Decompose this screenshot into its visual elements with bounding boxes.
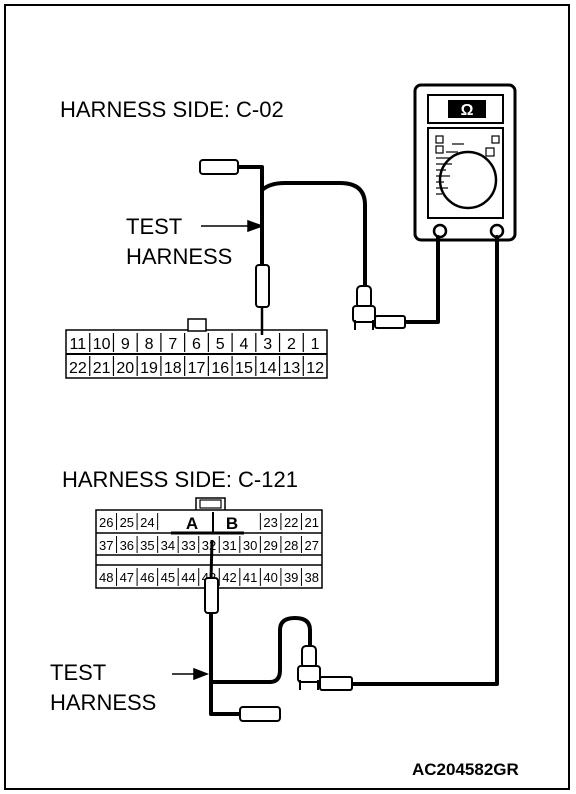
c02-pin-6: 6 [192,336,201,353]
c02-pin-12: 12 [306,360,324,377]
c121-group-b: B [226,514,238,533]
test-harness-top-line1: TEST [126,214,183,239]
test-harness-bottom-line1: TEST [50,660,107,685]
c121-pin-31: 31 [222,538,236,553]
ohmmeter: Ω [413,83,517,242]
c121-pin-33: 33 [181,538,195,553]
c121-pin-46: 46 [140,570,154,585]
c02-pin-22: 22 [69,360,87,377]
c121-pin-44: 44 [181,570,195,585]
c02-pin-15: 15 [235,360,253,377]
connector-c121-label: HARNESS SIDE: C-121 [62,467,298,492]
c121-pin-41: 41 [243,570,257,585]
connector-c121: 26 25 24 23 22 21 A B 37 36 35 34 33 32 31 30 29 28 27 48 47… [95,497,323,589]
test-wires [209,165,499,716]
c02-pin-5: 5 [216,336,225,353]
c121-pin-45: 45 [161,570,175,585]
c121-pin-26: 26 [99,515,113,530]
c121-pin-21: 21 [304,515,318,530]
c02-pin-14: 14 [259,360,277,377]
c121-pin-32: 32 [202,538,216,553]
c121-group-a: A [186,514,198,533]
c121-pin-38: 38 [304,570,318,585]
figure-code: AC204582GR [412,760,519,779]
c02-pin-7: 7 [168,336,177,353]
c121-pin-25: 25 [120,515,134,530]
c02-pin-17: 17 [188,360,206,377]
c02-pin-21: 21 [93,360,111,377]
c02-pin-16: 16 [211,360,229,377]
c121-pin-42: 42 [222,570,236,585]
c121-pin-48: 48 [99,570,113,585]
ohm-symbol: Ω [461,102,474,119]
test-probes [199,159,406,722]
c02-pin-9: 9 [121,336,130,353]
c02-pin-13: 13 [283,360,301,377]
test-harness-bottom-line2: HARNESS [50,690,157,715]
c121-pin-24: 24 [140,515,154,530]
c02-pin-2: 2 [287,336,296,353]
c121-pin-47: 47 [120,570,134,585]
c02-pin-3: 3 [263,336,272,353]
c121-pin-39: 39 [284,570,298,585]
c121-pin-28: 28 [284,538,298,553]
c02-pin-20: 20 [116,360,134,377]
c02-pin-10: 10 [93,336,111,353]
pointer-arrows [172,219,265,681]
c121-pin-35: 35 [140,538,154,553]
test-harness-top-line2: HARNESS [126,244,233,269]
c02-pin-18: 18 [164,360,182,377]
c02-pin-11: 11 [70,336,87,353]
c02-pin-19: 19 [140,360,158,377]
c121-pin-34: 34 [161,538,175,553]
c121-pin-30: 30 [243,538,257,553]
c121-pin-23: 23 [263,515,277,530]
connector-c02-label: HARNESS SIDE: C-02 [60,97,284,122]
c121-pin-29: 29 [263,538,277,553]
probe-pin-32 [209,539,214,581]
c121-pin-22: 22 [284,515,298,530]
c121-pin-36: 36 [120,538,134,553]
figure-border [4,4,570,790]
c02-pin-1: 1 [311,336,320,353]
c121-pin-37: 37 [99,538,113,553]
arrow-head-bottom [193,667,210,681]
c02-pin-4: 4 [240,336,249,353]
c02-pin-8: 8 [145,336,154,353]
c121-pin-27: 27 [304,538,318,553]
c121-pin-40: 40 [263,570,277,585]
arrow-head-top [247,219,265,233]
